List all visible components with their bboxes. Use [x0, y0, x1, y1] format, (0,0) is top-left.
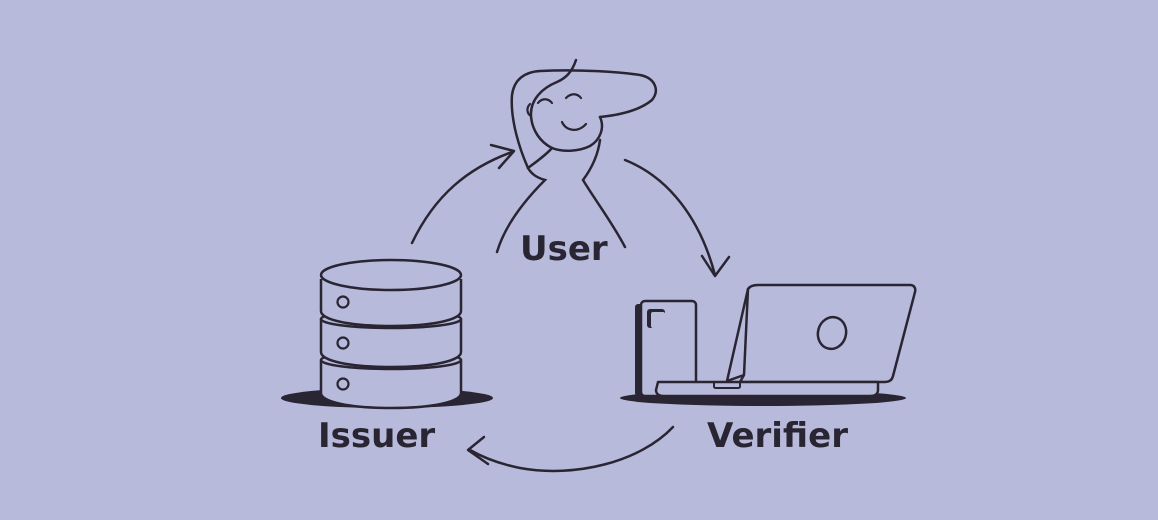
arrow-verifier-to-issuer [466, 425, 675, 473]
laptop-icon [654, 283, 917, 398]
arrow-issuer-to-user [410, 143, 516, 245]
verifier-label: Verifier [707, 416, 848, 456]
user-figure-icon [495, 58, 657, 254]
user-label: User [520, 229, 608, 269]
database-server-icon [281, 258, 493, 410]
issuer-label: Issuer [318, 416, 436, 456]
arrow-user-to-verifier [623, 158, 731, 278]
